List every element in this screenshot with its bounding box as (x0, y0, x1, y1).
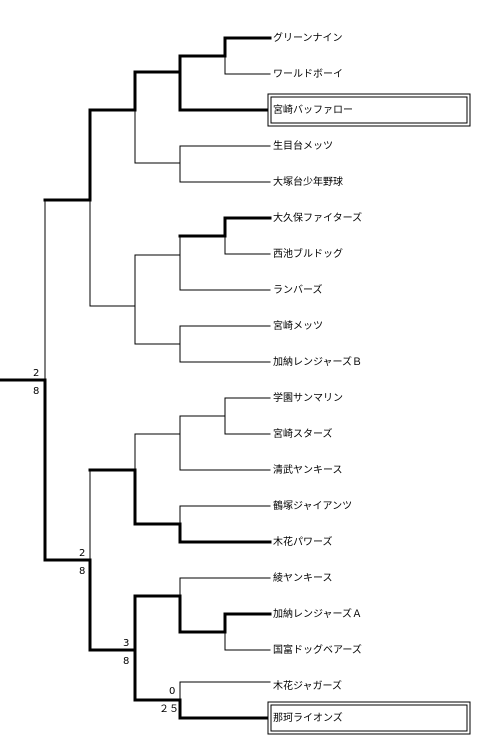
final-score-bottom: 8 (33, 386, 39, 397)
team-label: 学園サンマリン (273, 391, 343, 404)
team-labels: グリーンナイン ワールドボーイ 宮崎バッファロー 生目台メッツ 大塚台少年野球 … (273, 31, 362, 724)
champion-box-top (270, 96, 468, 124)
team-label: 那珂ライオンズ (273, 711, 343, 724)
semi-score-bottom: 8 (79, 566, 85, 577)
team-label: 西池ブルドッグ (273, 247, 343, 260)
team-label: 宮崎スターズ (273, 427, 333, 440)
r1-score-top: 0 (169, 686, 175, 697)
team-label: 木花パワーズ (273, 535, 333, 548)
team-label: ランバーズ (273, 283, 323, 296)
champion-box-bottom (270, 704, 468, 732)
score-labels: 2 8 2 8 3 8 0 ２５ (33, 368, 179, 715)
bracket-lines (0, 36, 272, 720)
team-label: 加納レンジャーズＢ (273, 355, 362, 368)
team-label: 生目台メッツ (273, 139, 333, 152)
champion-box-bottom (267, 701, 471, 735)
final-score-top: 2 (33, 368, 39, 379)
r1-score-bottom: ２５ (159, 704, 179, 715)
team-label: 大塚台少年野球 (273, 175, 343, 188)
semi-score-top: 2 (79, 548, 85, 559)
team-label: グリーンナイン (273, 31, 343, 44)
team-label: 大久保ファイターズ (273, 211, 362, 224)
qf-score-top: 3 (123, 638, 129, 649)
team-label: 宮崎バッファロー (273, 103, 353, 116)
champion-box-top (267, 93, 471, 127)
team-label: 国富ドッグベアーズ (273, 643, 362, 656)
team-label: 加納レンジャーズＡ (273, 607, 362, 620)
team-label: 宮崎メッツ (273, 319, 323, 332)
team-label: 鶴塚ジャイアンツ (273, 499, 352, 512)
team-label: 木花ジャガーズ (273, 679, 342, 692)
champion-boxes (267, 93, 471, 735)
team-label: 綾ヤンキース (273, 571, 333, 584)
qf-score-bottom: 8 (123, 656, 129, 667)
team-label: ワールドボーイ (273, 68, 343, 80)
team-label: 清武ヤンキース (273, 463, 343, 476)
